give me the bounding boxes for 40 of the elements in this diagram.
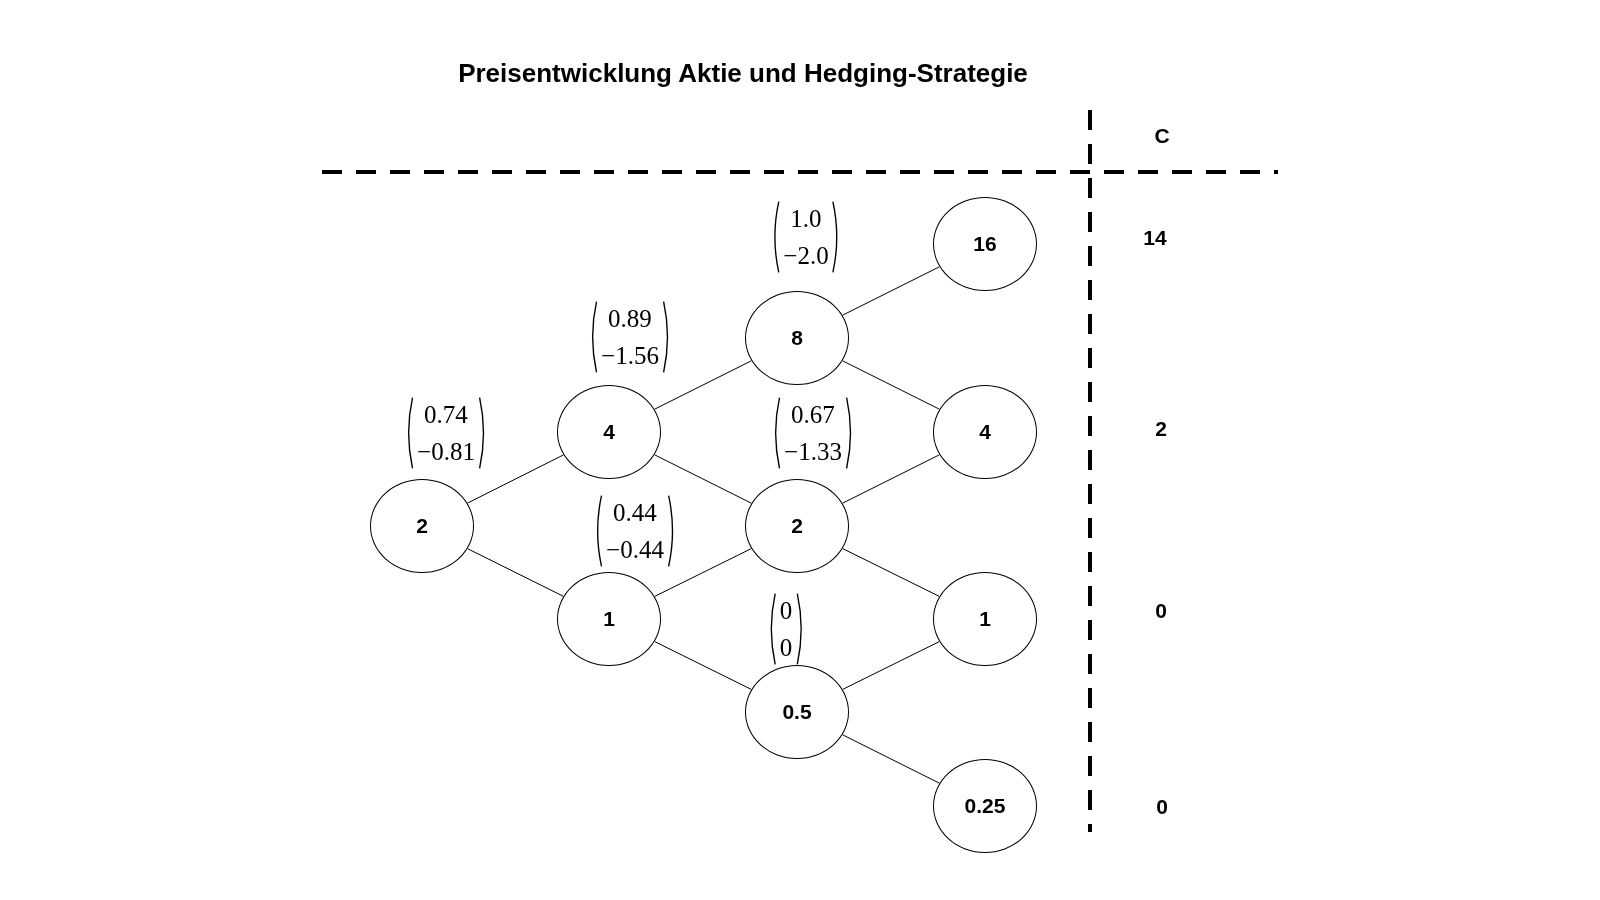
node-value: 8 [791,326,803,350]
node-value: 1 [979,607,991,631]
connector-line [842,360,940,410]
node-value: 2 [416,514,428,538]
payoff-value: 0 [1156,795,1168,819]
vector-entry: −0.81 [417,437,475,467]
payoff-value: 2 [1155,417,1167,441]
node-value: 4 [603,420,615,444]
connector-line [654,641,752,690]
vector-entry: 0 [779,633,793,663]
connector-line [842,548,940,597]
payoff-value: 0 [1155,599,1167,623]
payoff-value: 14 [1143,226,1167,250]
vector-entry: −2.0 [783,241,829,271]
connector-line [842,734,940,784]
node-value: 4 [979,420,991,444]
node-value: 1 [603,607,615,631]
vector-entry: −0.44 [606,535,664,565]
connector-line [466,454,565,504]
connector-line [842,266,940,316]
vector-entry: 0.44 [613,498,657,528]
vector-entry: 0.89 [608,304,652,334]
connector-line [842,454,940,504]
node-value: 0.5 [782,700,812,724]
node-value: 0.25 [964,794,1006,818]
connector-line [842,641,940,690]
connector-line [654,360,752,410]
connector-line [467,548,564,597]
node-value: 16 [973,232,997,256]
vector-entry: 0.74 [424,400,468,430]
vector-entry: −1.33 [784,437,842,467]
vector-entry: 1.0 [790,204,822,234]
node-value: 2 [791,514,803,538]
vector-entry: 0 [779,596,793,626]
connector-line [654,548,752,597]
vector-entry: −1.56 [601,341,659,371]
vector-entry: 0.67 [791,400,835,430]
diagram-title: Preisentwicklung Aktie und Hedging-Strategie [458,57,1028,89]
connector-line [654,454,752,504]
column-header: C [1154,124,1170,148]
